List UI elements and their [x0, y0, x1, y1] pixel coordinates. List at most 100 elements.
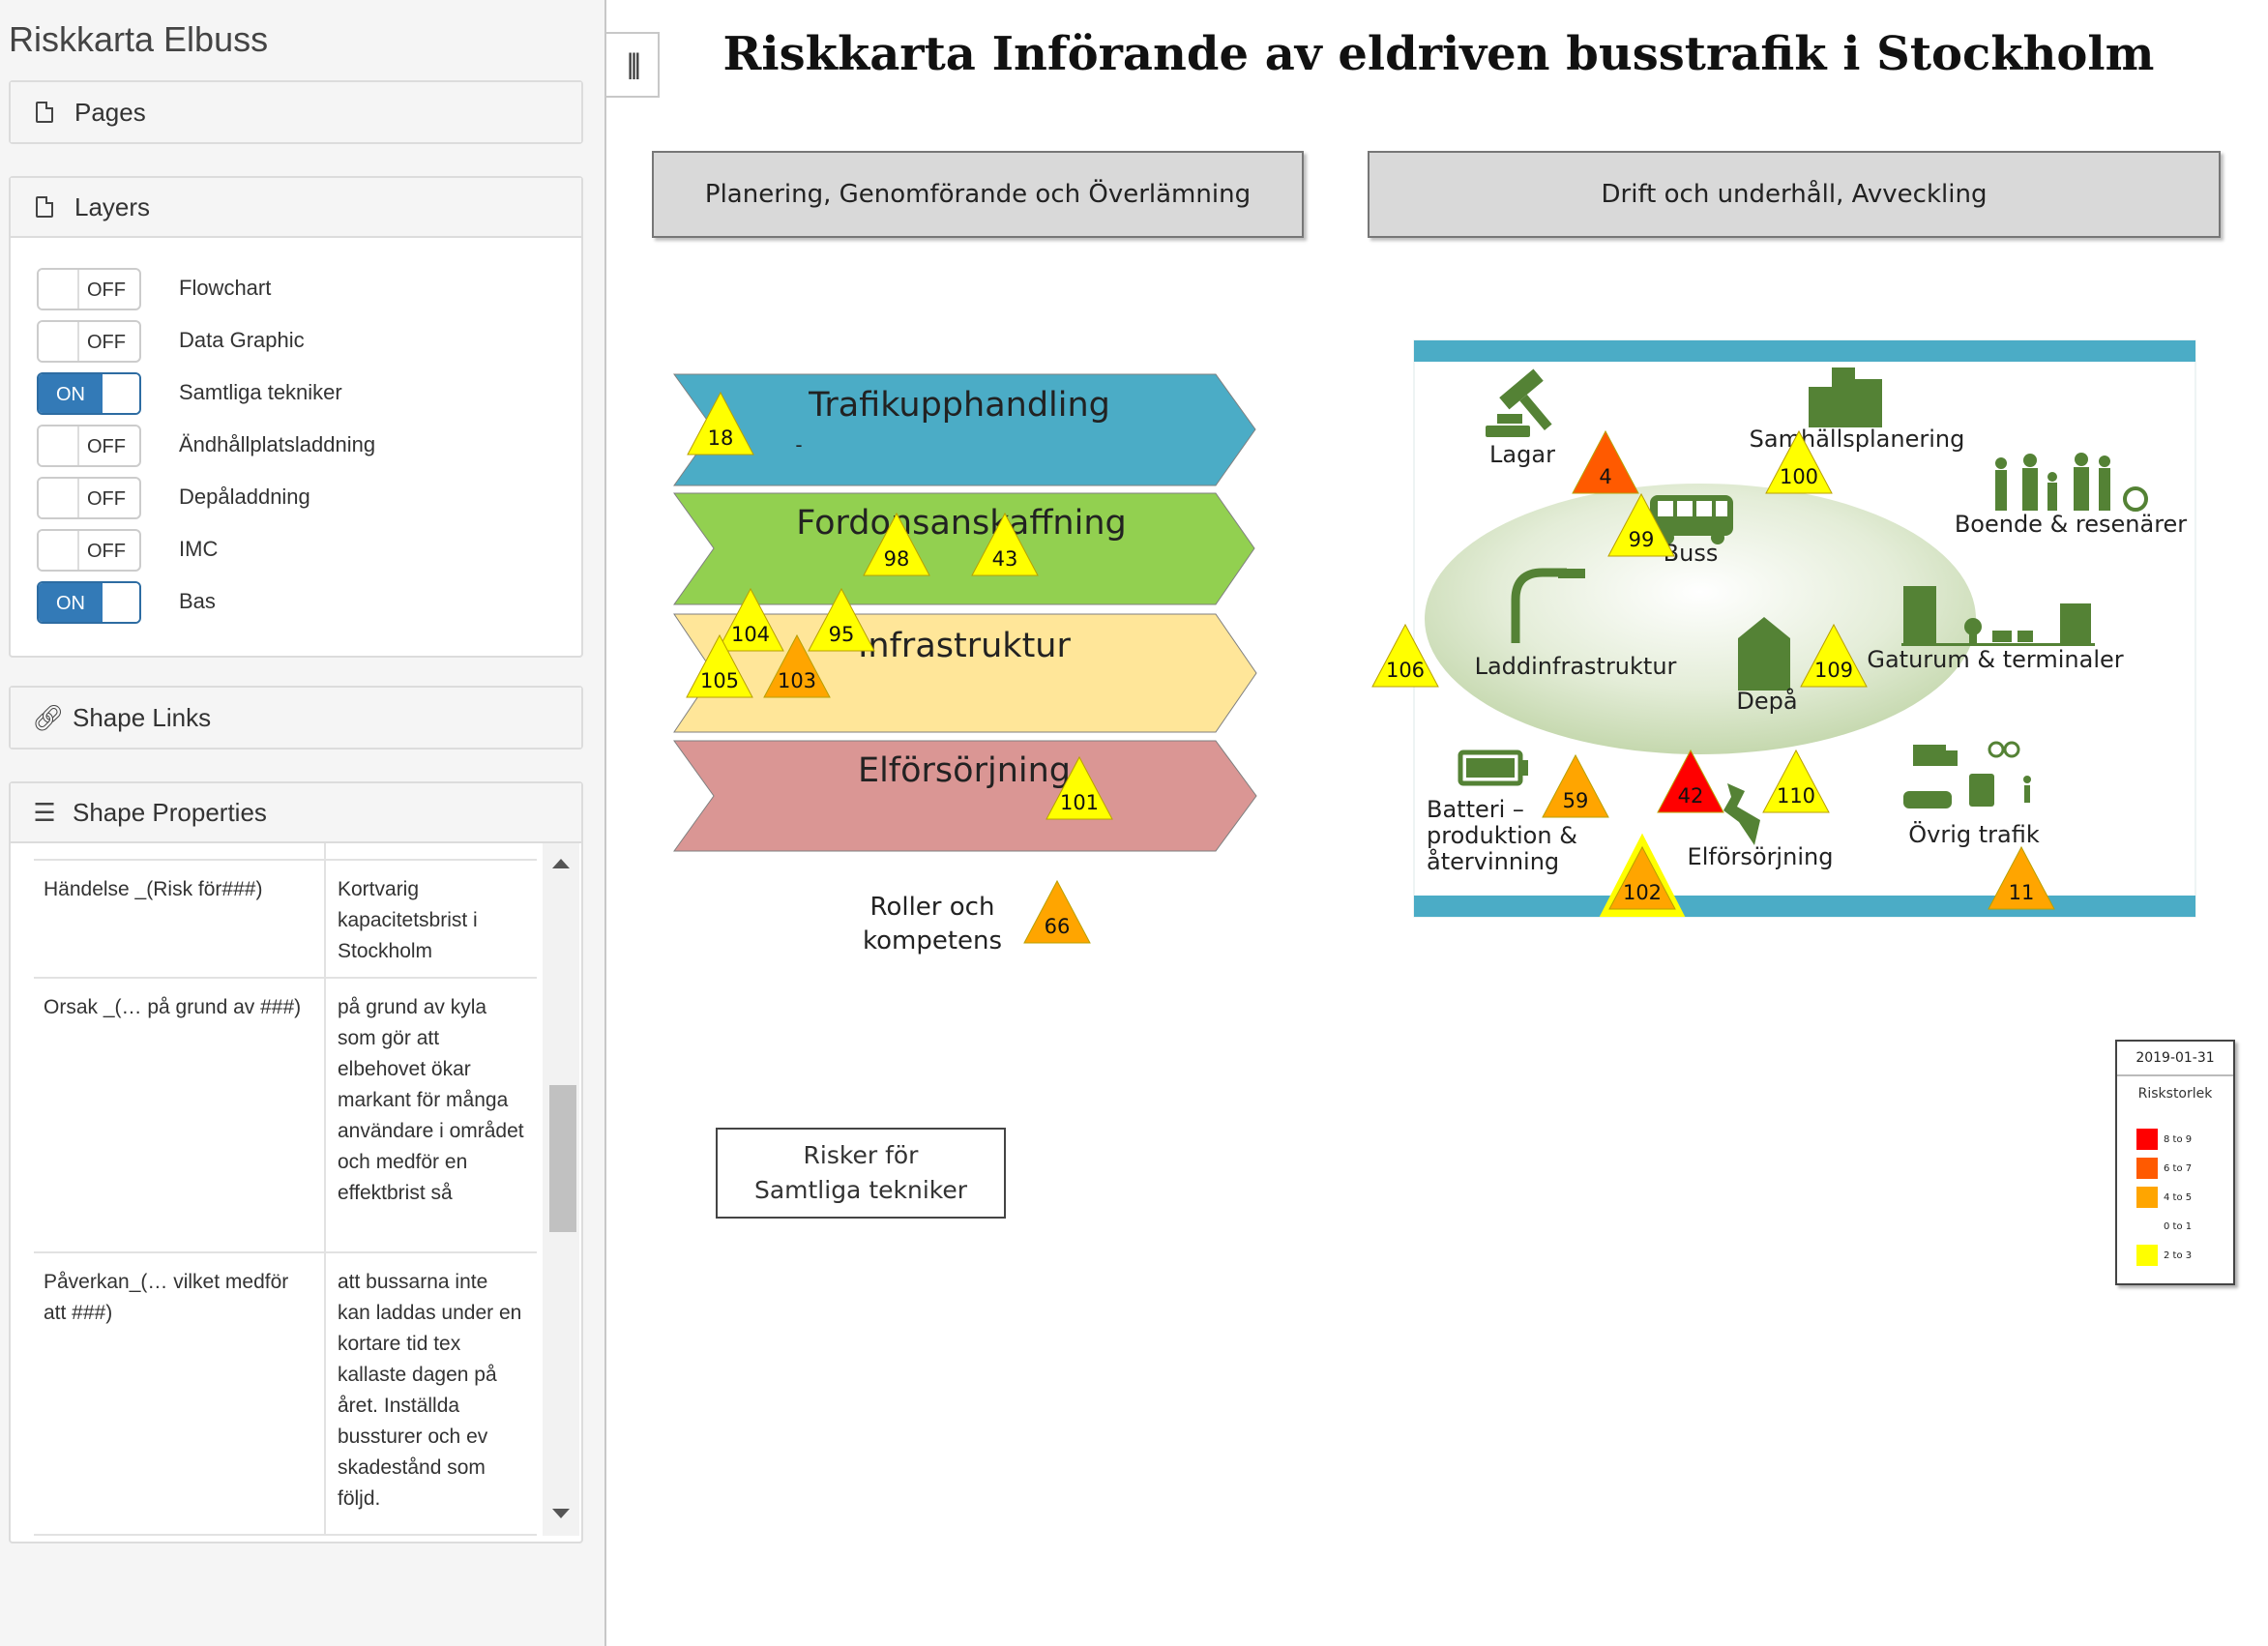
shape-links-label: Shape Links	[73, 702, 212, 732]
layer-toggle-bas[interactable]: ON	[37, 581, 141, 624]
risk-id-label: 42	[1678, 784, 1704, 808]
note-risker-samtliga-tekniker[interactable]: Risker för Samtliga tekniker	[716, 1128, 1006, 1219]
risk-marker-59[interactable]: 59	[1542, 753, 1609, 818]
risk-marker-102[interactable]: 102	[1599, 833, 1686, 917]
buildings-icon	[1809, 367, 1882, 427]
chevron-label: Elförsörjning	[858, 751, 1071, 790]
layer-toggle-data-graphic[interactable]: OFF	[37, 320, 141, 363]
pages-panel[interactable]: Pages	[9, 80, 583, 144]
risk-id-label: 59	[1563, 789, 1589, 812]
scene-label-ovrig-trafik: Övrig trafik	[1908, 820, 2040, 848]
phase-box-right[interactable]: Drift och underhåll, Avveckling	[1368, 151, 2221, 238]
risk-marker-100[interactable]: 100	[1765, 429, 1833, 494]
risk-id-label: 98	[884, 547, 910, 571]
layer-toggle-samtliga-tekniker[interactable]: ON	[37, 372, 141, 415]
property-key: Påverkan_(… vilket medför att ###)	[34, 1253, 326, 1534]
risk-legend: 2019-01-31 Riskstorlek 8 to 9 6 to 7 4 t…	[2115, 1040, 2235, 1285]
risk-marker-98[interactable]: 98	[863, 512, 930, 576]
layer-row-depaladdning: OFF Depåladdning	[37, 477, 578, 519]
scroll-thumb[interactable]	[549, 1085, 576, 1232]
layer-row-samtliga-tekniker: ON Samtliga tekniker	[37, 372, 578, 415]
chevron-trafikupphandling[interactable]: Trafikupphandling -	[673, 373, 1256, 486]
risk-marker-99[interactable]: 99	[1607, 492, 1675, 557]
layer-name: Bas	[179, 589, 216, 613]
risk-marker-4[interactable]: 4	[1572, 429, 1639, 494]
charging-post-icon	[1511, 568, 1567, 643]
page-icon	[36, 102, 53, 123]
table-row: Orsak _(… på grund av ###) på grund av k…	[34, 979, 537, 1253]
risk-id-label: 66	[1045, 915, 1071, 938]
scene-panel	[1413, 339, 2196, 918]
legend-item: 8 to 9	[2136, 1129, 2192, 1150]
risk-marker-42[interactable]: 42	[1657, 749, 1724, 813]
risk-marker-101[interactable]: 101	[1046, 755, 1113, 820]
scene-label-depa: Depå	[1736, 687, 1797, 715]
legend-item: 4 to 5	[2136, 1187, 2192, 1208]
risk-marker-95[interactable]: 95	[808, 587, 875, 652]
legend-swatch	[2136, 1129, 2158, 1150]
legend-swatch	[2136, 1187, 2158, 1208]
sidebar: Riskkarta Elbuss Pages Layers OFF Flowch…	[0, 0, 606, 1646]
risk-marker-104[interactable]: 104	[717, 587, 784, 652]
shape-links-header[interactable]: 🔗︎ Shape Links	[11, 688, 581, 748]
shape-properties-header[interactable]: ☰ Shape Properties	[11, 783, 581, 843]
chevron-elforsorjning[interactable]: Elförsörjning	[673, 740, 1257, 852]
scroll-up-arrow[interactable]	[552, 859, 570, 868]
roles-label: kompetens	[863, 926, 1002, 955]
risk-marker-106[interactable]: 106	[1371, 623, 1439, 688]
layers-header[interactable]: Layers	[11, 178, 581, 238]
legend-item: 6 to 7	[2136, 1158, 2192, 1179]
layer-name: Flowchart	[179, 276, 272, 300]
table-row: Påverkan_(… vilket medför att ###) att b…	[34, 1253, 537, 1536]
scene-label-samhallsplanering: Samhällsplanering	[1750, 426, 1965, 453]
layer-name: Depåladdning	[179, 485, 310, 509]
layer-name: Samtliga tekniker	[179, 380, 342, 404]
layer-row-data-graphic: OFF Data Graphic	[37, 320, 578, 363]
page-title: Riskkarta Införande av eldriven busstraf…	[722, 27, 2155, 81]
legend-swatch	[2136, 1216, 2158, 1237]
properties-table: Händelse _(Risk för###) Kortvarig kapaci…	[11, 843, 581, 1536]
chevron-label: Fordonsanskaffning	[796, 504, 1127, 543]
scrollbar[interactable]	[543, 843, 579, 1536]
layer-toggle-imc[interactable]: OFF	[37, 529, 141, 572]
shape-links-panel[interactable]: 🔗︎ Shape Links	[9, 686, 583, 750]
risk-id-label: 4	[1599, 465, 1611, 488]
risk-marker-18[interactable]: 18	[687, 391, 754, 456]
sidebar-collapse-button[interactable]: |||	[606, 32, 660, 98]
risk-marker-105[interactable]: 105	[686, 633, 753, 698]
scene-label-elforsorjning: Elförsörjning	[1688, 843, 1834, 870]
table-row	[34, 843, 537, 861]
risk-id-label: 95	[829, 623, 855, 646]
pages-label: Pages	[74, 97, 146, 127]
charging-head-icon	[1558, 569, 1585, 578]
property-value: att bussarna inte kan laddas under en ko…	[338, 1271, 522, 1510]
lightning-icon	[1723, 783, 1760, 845]
note-line: Samtliga tekniker	[753, 1176, 968, 1204]
app-title: Riskkarta Elbuss	[9, 19, 269, 59]
scroll-down-arrow[interactable]	[552, 1509, 570, 1518]
risk-marker-11[interactable]: 11	[1988, 845, 2055, 910]
risk-id-label: 99	[1629, 528, 1655, 551]
legend-swatch	[2136, 1158, 2158, 1179]
risk-marker-66[interactable]: 66	[1023, 879, 1091, 944]
phase-box-left[interactable]: Planering, Genomförande och Överlämning	[652, 151, 1304, 238]
chevron-fordonsanskaffning[interactable]: Fordonsanskaffning	[673, 492, 1255, 605]
property-key: Orsak _(… på grund av ###)	[34, 979, 326, 1251]
property-value: Kortvarig kapacitetsbrist i Stockholm	[338, 878, 478, 962]
legend-date: 2019-01-31	[2117, 1042, 2233, 1076]
legend-item: 0 to 1	[2136, 1216, 2192, 1237]
layer-toggle-flowchart[interactable]: OFF	[37, 268, 141, 310]
layer-toggle-depaladdning[interactable]: OFF	[37, 477, 141, 519]
risk-marker-110[interactable]: 110	[1762, 749, 1830, 813]
risk-id-label: 104	[731, 623, 770, 646]
risk-id-label: 109	[1814, 659, 1853, 682]
risk-marker-103[interactable]: 103	[763, 633, 831, 698]
risk-marker-43[interactable]: 43	[971, 512, 1039, 576]
layer-name: Ändhållplatsladdning	[179, 432, 376, 456]
risk-id-label: 43	[992, 547, 1018, 571]
risk-marker-109[interactable]: 109	[1800, 623, 1868, 688]
layer-toggle-andhallplatsladdning[interactable]: OFF	[37, 425, 141, 467]
scene-label-gaturum: Gaturum & terminaler	[1867, 646, 2123, 673]
pages-header[interactable]: Pages	[11, 82, 581, 142]
